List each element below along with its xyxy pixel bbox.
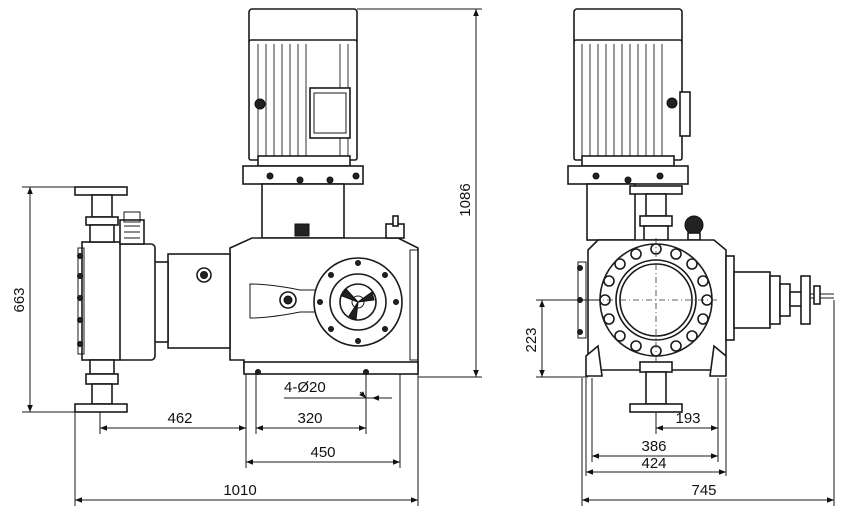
front-view (74, 8, 419, 413)
front-motor (242, 8, 364, 185)
dim-flange-height: 663 (11, 287, 28, 312)
dim-bolt-spacing: 320 (297, 410, 322, 427)
front-gearbox (229, 215, 419, 375)
front-pump-head (74, 186, 156, 413)
dimension-labels: 1086 663 4-Ø20 462 320 450 1010 223 193 … (11, 183, 717, 499)
dim-bolt-holes: 4-Ø20 (284, 379, 326, 396)
dim-total-height: 1086 (457, 183, 474, 216)
dim-flange-offset: 193 (675, 410, 700, 427)
side-view (567, 8, 834, 413)
side-motor (567, 8, 691, 185)
dim-total-length: 1010 (223, 482, 256, 499)
dim-base-length: 450 (310, 444, 335, 461)
dim-bolt-width: 386 (641, 438, 666, 455)
dim-base-offset: 462 (167, 410, 192, 427)
dim-axis-height: 223 (523, 327, 540, 352)
dim-total-width: 745 (691, 482, 716, 499)
dimension-lines (22, 8, 835, 506)
dim-base-width: 424 (641, 455, 666, 472)
